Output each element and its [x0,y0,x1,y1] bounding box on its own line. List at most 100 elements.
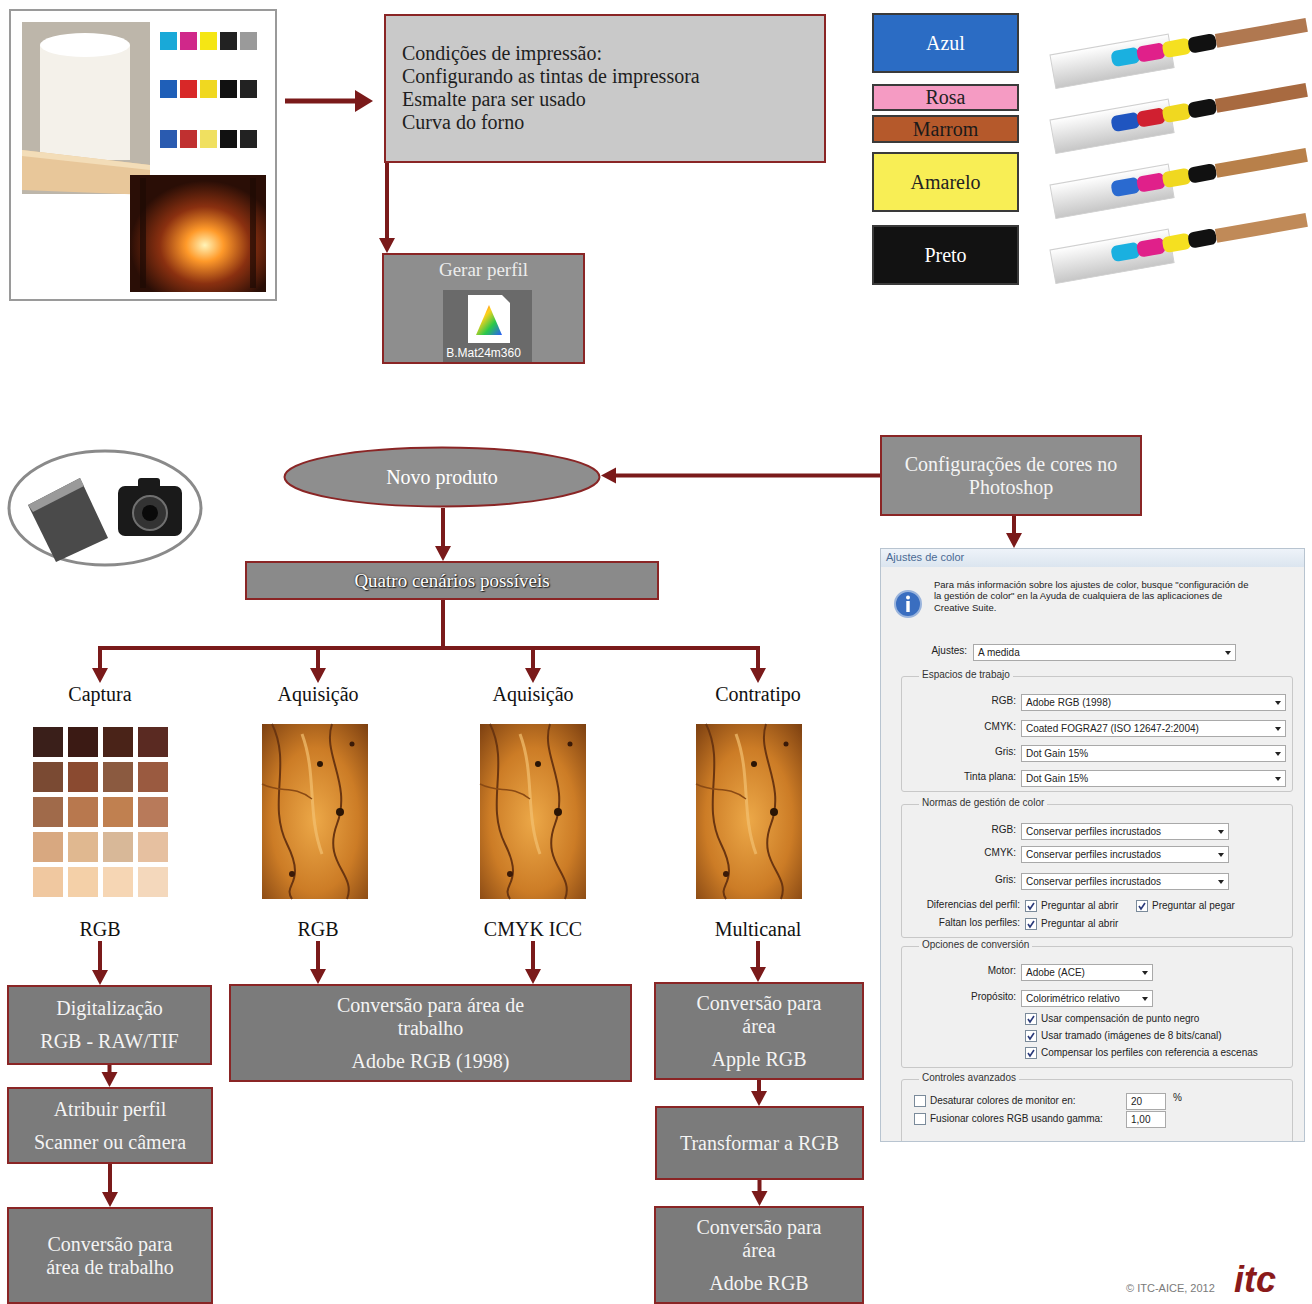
checkbox [914,1113,926,1125]
node-text: Digitalização [56,997,163,1020]
info-icon [893,589,923,619]
arrow-line [385,163,389,240]
dialog-slot: Diferencias del perfil: [880,899,1020,911]
arrow-head [102,1072,118,1087]
dialog-slot: Dot Gain 15% [1021,745,1286,762]
dialog-slot: Adobe RGB (1998) [1021,694,1286,711]
ink-color-box: Preto [872,225,1019,285]
dialog-slot: Motor: [880,965,1016,977]
checkbox-label: Usar tramado (imágenes de 8 bits/canal) [1041,1030,1222,1042]
flow-arrow [435,508,451,561]
group-legend: Controles avanzados [922,1072,1016,1084]
flow-arrow [102,1164,118,1207]
copyright-note: © ITC-AICE, 2012 [1126,1283,1215,1294]
arrow-line [531,941,535,971]
node-text: RGB [79,918,120,941]
icon-gamut [476,305,502,335]
dialog-slot: Propósito: [880,991,1016,1003]
node-text: Configurando as tintas de impressora [402,65,700,88]
checkbox [1025,1013,1037,1025]
field-label: Gris: [880,874,1016,886]
node-text: Conversão para área [679,1216,839,1262]
dropdown-arrow [1218,830,1224,834]
field-label: Diferencias del perfil: [880,899,1020,911]
node-text: Adobe RGB (1998) [352,1050,510,1073]
checkbox [914,1095,926,1107]
profile-box: Gerar perfilB.Mat24m360 [382,253,585,364]
start-ellipse: Novo produto [283,446,601,508]
arrow-head [1006,533,1022,548]
node-text: Conversão para área de trabalho [311,994,551,1040]
checkmark-stroke [1028,1050,1034,1056]
process-box: DigitalizaçãoRGB - RAW/TIF [7,985,212,1065]
node-text: Rosa [926,86,966,109]
node-text: Scanner ou câmera [34,1131,186,1154]
checkbox-label: Desaturar colores de monitor en: [930,1095,1076,1107]
info-icon-dot [906,596,910,600]
checkmark-stroke [1028,921,1034,927]
arrow-head [310,668,326,683]
node-text: Configurações de cores no Photoshop [892,453,1130,499]
dropdown-arrow [1275,777,1281,781]
node-text: Amarelo [911,171,981,194]
arrow-line [443,600,758,670]
group-legend: Normas de gestión de color [922,797,1044,809]
arrow-head [752,1191,768,1206]
checkmark-stroke [1028,903,1034,909]
field-label: RGB: [880,824,1016,836]
field-label: Gris: [880,746,1016,758]
node-text: Conversão para área de trabalho [35,1233,185,1279]
process-box: Conversão para área de trabalhoAdobe RGB… [229,984,632,1082]
node-text: Aquisição [492,683,573,706]
checkbox-label: Fusionar colores RGB usando gamma: [930,1113,1103,1125]
dialog-slot: Desaturar colores de monitor en: [914,1094,1076,1108]
arrow-head [435,546,451,561]
scenario-column: AquisiçãoRGB [248,683,388,941]
checkbox-label: Preguntar al abrir [1041,918,1118,930]
dropdown-value: A medida [978,647,1020,659]
dialog-slot: Faltan los perfiles: [880,917,1020,929]
dropdown-value: Conservar perfiles incrustados [1026,826,1161,838]
checkmark-stroke [1028,1016,1034,1022]
scenario-column: AquisiçãoCMYK ICC [463,683,603,941]
dialog-slot: CMYK: [880,721,1016,733]
node-text: Novo produto [386,466,498,489]
dialog-slot: Ajustes de color [886,551,964,564]
process-box: Transformar a RGB [655,1106,864,1180]
flow-arrow [92,941,108,985]
dialog-text: % [1173,1092,1182,1104]
arrow-head [525,668,541,683]
dialog-slot: Fusionar colores RGB usando gamma: [914,1112,1103,1126]
dialog-slot: Coated FOGRA27 (ISO 12647-2:2004) [1021,720,1286,737]
process-box: Conversão para área de trabalho [7,1207,213,1304]
dialog-slot: Opciones de conversión [919,939,1032,951]
field-label: Tinta plana: [880,771,1016,783]
dropdown-arrow [1225,651,1231,655]
dropdown-value: Dot Gain 15% [1026,748,1088,760]
node-text: Atribuir perfil [54,1098,167,1121]
checkmark [1026,919,1036,929]
dialog-slot: Controles avanzados [919,1072,1019,1084]
arrow-head [751,1091,767,1106]
group-legend: Opciones de conversión [922,939,1029,951]
logo-text: itc [1234,1262,1276,1298]
dropdown-value: Dot Gain 15% [1026,773,1088,785]
dialog-slot: Conservar perfiles incrustados [1021,846,1229,863]
checkbox-label: Preguntar al abrir [1041,900,1118,912]
dialog-slot: Conservar perfiles incrustados [1021,873,1229,890]
group-legend: Espacios de trabajo [922,669,1010,681]
flow-arrow [601,468,880,484]
checkmark-stroke [1028,1033,1034,1039]
node-text: Captura [68,683,131,706]
node-text: Contratipo [715,683,801,706]
node-text: Transformar a RGB [680,1132,839,1155]
node-text: Quatro cenários possíveis [354,570,549,592]
dialog-slot: Colorimétrico relativo [1021,990,1153,1007]
dialog-slot: RGB: [880,695,1016,707]
dropdown-arrow [1275,727,1281,731]
icon-tile [443,290,532,362]
process-box: Conversão para áreaAdobe RGB [654,1206,864,1304]
dialog-slot: CMYK: [880,847,1016,859]
dialog-slot: Dot Gain 15% [1021,770,1286,787]
